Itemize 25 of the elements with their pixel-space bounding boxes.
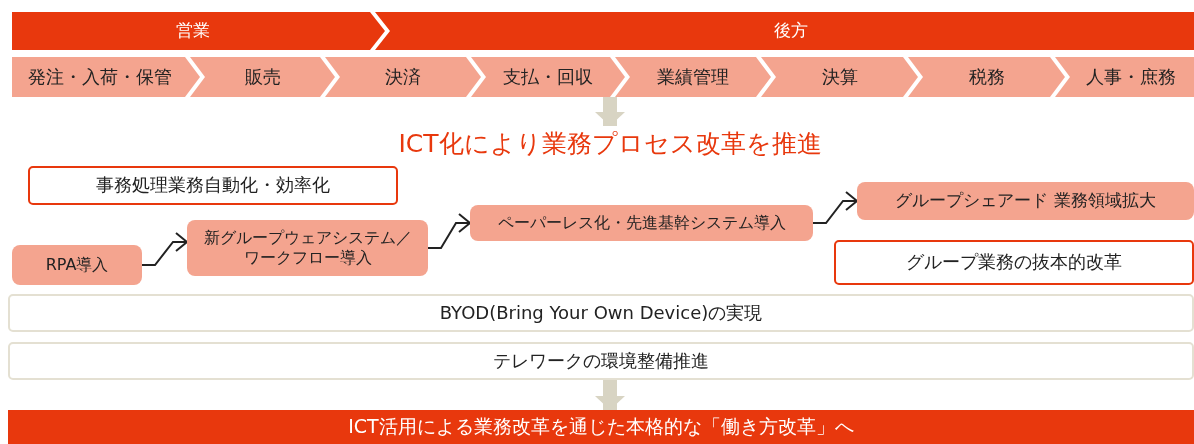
- process-step: 人事・庶務: [1055, 57, 1194, 97]
- process-step: 発注・入荷・保管: [12, 57, 200, 97]
- process-step: 税務: [908, 57, 1065, 97]
- process-step: 業績管理: [615, 57, 771, 97]
- step-box: 新グループウェアシステム／ワークフロー導入: [187, 220, 428, 276]
- initiative-box: BYOD(Bring Your Own Device)の実現: [8, 294, 1194, 332]
- step-box: グループシェアード 業務領域拡大: [857, 182, 1194, 220]
- phase-band: 営業: [12, 12, 385, 50]
- step-box: RPA導入: [12, 245, 142, 285]
- heading: ICT化により業務プロセス改革を推進: [320, 126, 900, 162]
- step-arrow: [427, 213, 471, 249]
- process-step: 販売: [190, 57, 335, 97]
- process-step: 決算: [761, 57, 918, 97]
- process-step: 決済: [325, 57, 481, 97]
- goal-box: 事務処理業務自動化・効率化: [28, 166, 398, 205]
- goal-box: グループ業務の抜本的改革: [834, 240, 1194, 285]
- process-step: 支払・回収: [471, 57, 625, 97]
- step-box: ペーパーレス化・先進基幹システム導入: [470, 205, 813, 241]
- result-banner: ICT活用による業務改革を通じた本格的な「働き方改革」へ: [8, 410, 1194, 444]
- step-arrow: [812, 191, 858, 224]
- step-arrow: [141, 232, 188, 266]
- initiative-box: テレワークの環境整備推進: [8, 342, 1194, 380]
- down-arrow: [595, 97, 625, 126]
- phase-band: 後方: [375, 12, 1194, 50]
- down-arrow: [595, 380, 625, 410]
